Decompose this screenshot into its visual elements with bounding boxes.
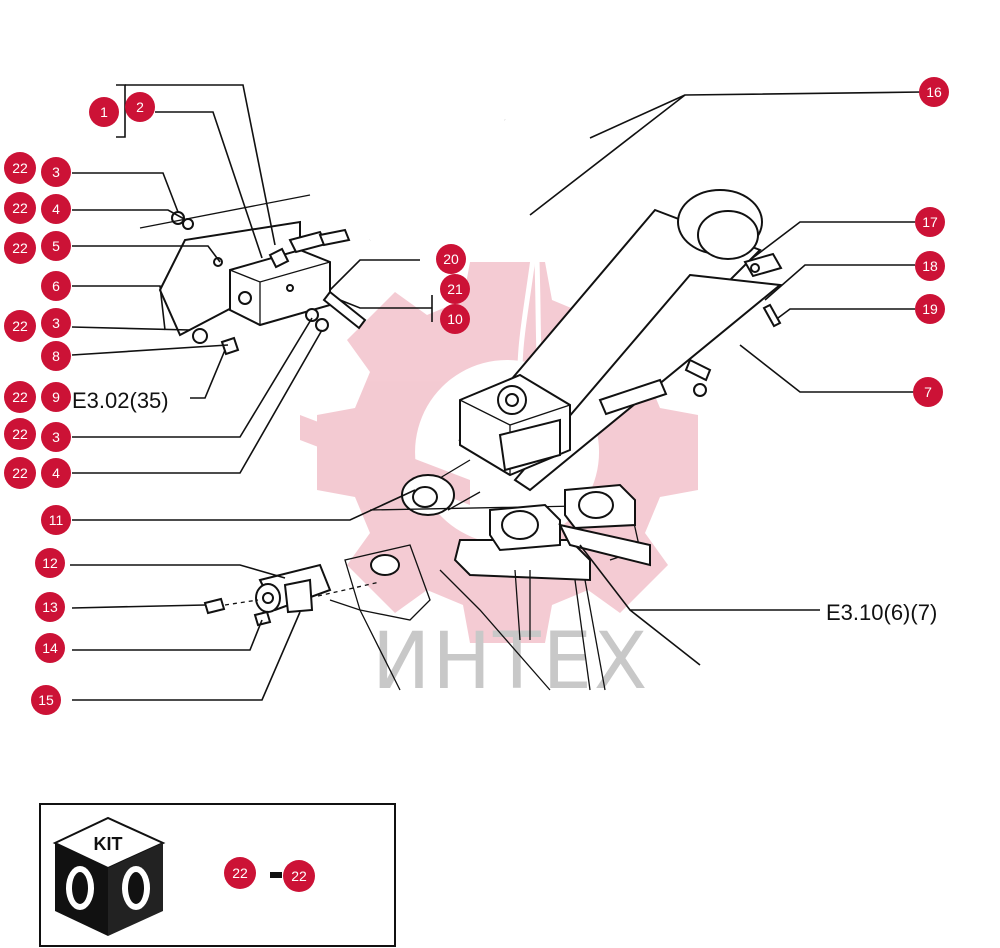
callout-22: 22 (4, 418, 36, 450)
svg-text:3: 3 (52, 429, 60, 445)
svg-text:7: 7 (924, 384, 932, 400)
svg-text:3: 3 (52, 315, 60, 331)
svg-text:4: 4 (52, 201, 60, 217)
callout-21: 21 (440, 274, 470, 304)
svg-text:22: 22 (12, 389, 28, 405)
callout-18: 18 (915, 251, 945, 281)
svg-text:14: 14 (42, 640, 58, 656)
callout-1: 1 (89, 97, 119, 127)
pump-body (401, 373, 571, 516)
callout-8: 8 (41, 341, 71, 371)
callout-12: 12 (35, 548, 65, 578)
svg-text:20: 20 (443, 251, 459, 267)
kit-callout-22: 22 (283, 860, 315, 892)
callout-13: 13 (35, 592, 65, 622)
callout-3: 3 (41, 308, 71, 338)
svg-text:13: 13 (42, 599, 58, 615)
svg-text:22: 22 (12, 318, 28, 334)
svg-text:8: 8 (52, 348, 60, 364)
svg-text:15: 15 (38, 692, 54, 708)
callout-6: 6 (41, 271, 71, 301)
svg-text:22: 22 (12, 160, 28, 176)
svg-text:22: 22 (12, 465, 28, 481)
svg-text:6: 6 (52, 278, 60, 294)
svg-text:22: 22 (12, 200, 28, 216)
callout-11: 11 (41, 505, 71, 535)
svg-text:11: 11 (49, 512, 64, 528)
svg-text:19: 19 (922, 301, 938, 317)
svg-text:22: 22 (12, 426, 28, 442)
callout-2: 2 (125, 92, 155, 122)
svg-text:16: 16 (926, 84, 942, 100)
callout-9: 9 (41, 382, 71, 412)
svg-text:12: 12 (42, 555, 58, 571)
callout-22: 22 (4, 192, 36, 224)
svg-text:4: 4 (52, 465, 60, 481)
kit-cube-icon: KIT (52, 816, 166, 936)
svg-text:17: 17 (922, 214, 938, 230)
callout-22: 22 (4, 457, 36, 489)
svg-text:9: 9 (52, 389, 60, 405)
callout-14: 14 (35, 633, 65, 663)
callout-22: 22 (4, 232, 36, 264)
sensor-assembly (203, 563, 381, 627)
svg-text:5: 5 (52, 238, 60, 254)
kit-callout-22: 22 (224, 857, 256, 889)
svg-text:22: 22 (12, 240, 28, 256)
valve-assembly (139, 194, 367, 356)
svg-text:1: 1 (100, 104, 108, 120)
callout-16: 16 (919, 77, 949, 107)
callout-20: 20 (436, 244, 466, 274)
svg-text:18: 18 (922, 258, 938, 274)
watermark-text: ИНТЕХ (372, 617, 649, 707)
callout-3: 3 (41, 422, 71, 452)
kit-range-dash (270, 872, 282, 878)
svg-text:2: 2 (136, 99, 144, 115)
callout-22: 22 (4, 310, 36, 342)
leader-lines (70, 84, 923, 701)
svg-text:10: 10 (447, 311, 463, 327)
callout-7: 7 (913, 377, 943, 407)
svg-text:22: 22 (291, 868, 307, 884)
callout-17: 17 (915, 207, 945, 237)
callout-5: 5 (41, 231, 71, 261)
callout-22: 22 (4, 152, 36, 184)
axle-bracket (329, 483, 651, 691)
svg-text:3: 3 (52, 164, 60, 180)
callout-22: 22 (4, 381, 36, 413)
kit-label: KIT (94, 834, 123, 854)
callout-3: 3 (41, 157, 71, 187)
kit-box: KIT 22 22 (39, 803, 396, 947)
callout-19: 19 (915, 294, 945, 324)
ref-e310-label: E3.10(6)(7) (826, 600, 937, 625)
ref-e302-label: E3.02(35) (72, 388, 169, 413)
callout-15: 15 (31, 685, 61, 715)
callout-4: 4 (41, 194, 71, 224)
callout-4: 4 (41, 458, 71, 488)
svg-text:22: 22 (232, 865, 248, 881)
svg-text:21: 21 (447, 281, 463, 297)
callout-10: 10 (440, 304, 470, 334)
